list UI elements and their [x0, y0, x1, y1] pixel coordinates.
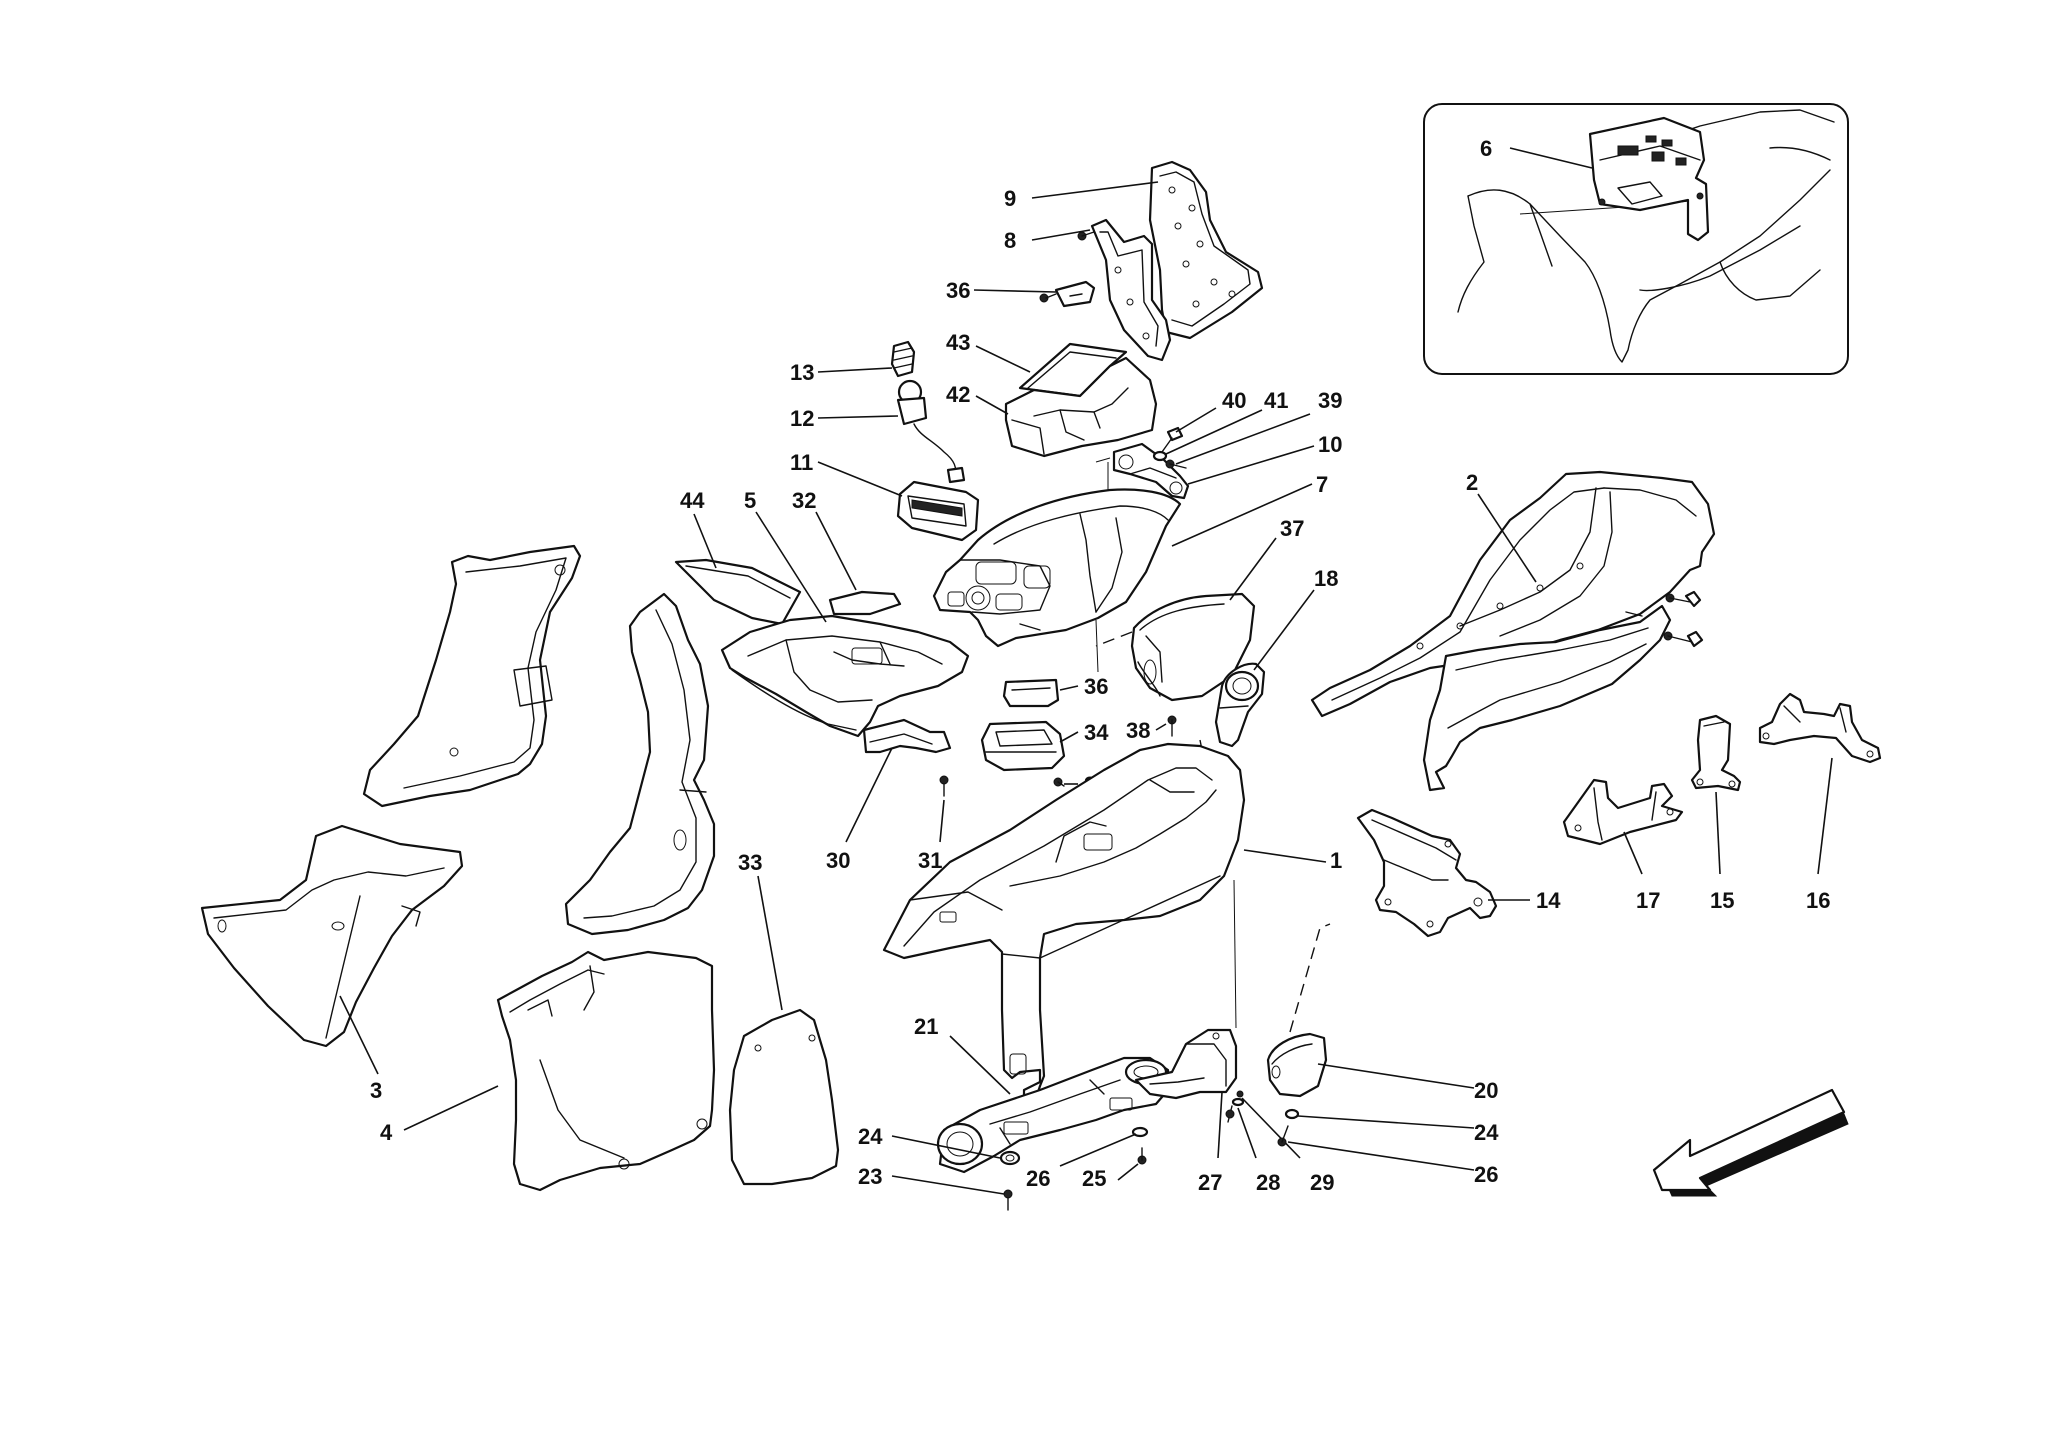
callout-30: 30 — [826, 848, 850, 873]
callout-24: 24 — [858, 1124, 883, 1149]
part-23-screw — [1003, 1189, 1013, 1211]
part-44-cover-plate — [674, 558, 802, 626]
part-4-side-panel — [496, 950, 716, 1192]
part-26-washer — [1131, 1126, 1149, 1138]
callout-2: 2 — [1466, 470, 1478, 495]
inset-frame — [1423, 103, 1849, 375]
callout-31: 31 — [918, 848, 942, 873]
callout-38: 38 — [1126, 718, 1150, 743]
callout-36-upper: 36 — [946, 278, 970, 303]
callout-39: 39 — [1318, 388, 1342, 413]
callout-40: 40 — [1222, 388, 1246, 413]
callout-22: 21 — [914, 1014, 938, 1039]
callout-36-lower: 36 — [1084, 674, 1108, 699]
callout-37: 37 — [1280, 516, 1304, 541]
callout-43: 43 — [946, 330, 970, 355]
part-20-screw — [1277, 1125, 1289, 1147]
part-42-storage-tray — [1004, 356, 1158, 458]
callout-23: 23 — [858, 1164, 882, 1189]
part-1-central-tunnel — [882, 742, 1246, 1106]
part-30-bracket — [862, 718, 952, 754]
part-6-bracket-drawing — [1588, 116, 1710, 242]
part-29-screw — [1225, 1090, 1244, 1123]
callout-33: 33 — [738, 850, 762, 875]
callout-17: 17 — [1636, 888, 1660, 913]
front-direction-arrow-icon — [1652, 1088, 1849, 1197]
callout-42: 42 — [946, 382, 970, 407]
callout-21: 24 — [1474, 1120, 1499, 1145]
part-13-knob — [890, 340, 916, 378]
callout-8: 8 — [1004, 228, 1016, 253]
part-34-ashtray-box — [980, 720, 1066, 772]
part-22-air-duct — [936, 1056, 1170, 1174]
callout-20: 26 — [1474, 1162, 1498, 1187]
part-25-screw — [1137, 1147, 1147, 1165]
callout-27: 27 — [1198, 1170, 1222, 1195]
callout-1: 1 — [1330, 848, 1342, 873]
callout-6: 6 — [1480, 136, 1492, 161]
part-11-switch-panel — [896, 480, 980, 542]
callout-3: 3 — [370, 1078, 382, 1103]
callout-12: 12 — [790, 406, 814, 431]
callout-25: 25 — [1082, 1166, 1106, 1191]
part-28-washer — [1231, 1097, 1245, 1107]
part-37-cup-housing — [1130, 592, 1256, 702]
part-31-screw — [939, 775, 949, 797]
left-upper-trim-panel — [362, 544, 582, 808]
callout-4: 4 — [380, 1120, 393, 1145]
part-38-screw — [1167, 715, 1177, 737]
part-12-switch-with-wire — [896, 379, 966, 484]
part-14-bracket — [1356, 808, 1498, 938]
part-8-side-panel — [1077, 218, 1172, 362]
callout-5: 5 — [744, 488, 756, 513]
part-9-rear-panel — [1148, 160, 1264, 340]
part-24-nut — [999, 1150, 1021, 1166]
part-35-screw — [1053, 777, 1065, 787]
callout-19: 20 — [1474, 1078, 1498, 1103]
part-41-washer — [1152, 450, 1168, 462]
part-5-front-console-tray — [720, 614, 970, 738]
inset-detail-view: 6 — [1423, 103, 1849, 375]
callout-10: 10 — [1318, 432, 1342, 457]
part-33-shield-plate — [728, 1008, 840, 1186]
part-3-floor-panel — [200, 824, 464, 1048]
callout-44: 44 — [680, 488, 705, 513]
callout-28: 28 — [1256, 1170, 1280, 1195]
part-39-screw — [1165, 459, 1187, 469]
callout-15: 15 — [1710, 888, 1734, 913]
callout-16: 16 — [1806, 888, 1830, 913]
part-7-console-top — [932, 488, 1182, 648]
left-middle-tall-panel — [564, 592, 716, 936]
part-21-washer — [1284, 1108, 1300, 1120]
callout-41: 41 — [1264, 388, 1288, 413]
part-15-bracket — [1690, 714, 1742, 792]
callout-32: 32 — [792, 488, 816, 513]
callout-18: 18 — [1314, 566, 1338, 591]
callout-14: 14 — [1536, 888, 1561, 913]
part-19-round-cover — [1266, 923, 1331, 1098]
callout-26: 26 — [1026, 1166, 1050, 1191]
callout-7: 7 — [1316, 472, 1328, 497]
part-36-ashtray-small — [1002, 678, 1060, 708]
part-18-round-socket — [1214, 662, 1266, 748]
callout-11: 11 — [790, 450, 813, 475]
callout-29: 29 — [1310, 1170, 1334, 1195]
callout-9: 9 — [1004, 186, 1016, 211]
part-2-tunnel-side-trim — [1310, 470, 1716, 792]
callout-34: 34 — [1084, 720, 1109, 745]
part-17-bracket — [1562, 778, 1684, 846]
part-32-small-cover — [828, 590, 902, 616]
part-27-duct-bracket — [1134, 1028, 1238, 1100]
part-16-bracket — [1758, 692, 1882, 764]
callout-13: 13 — [790, 360, 814, 385]
part-36-clip-upper — [1039, 280, 1096, 308]
